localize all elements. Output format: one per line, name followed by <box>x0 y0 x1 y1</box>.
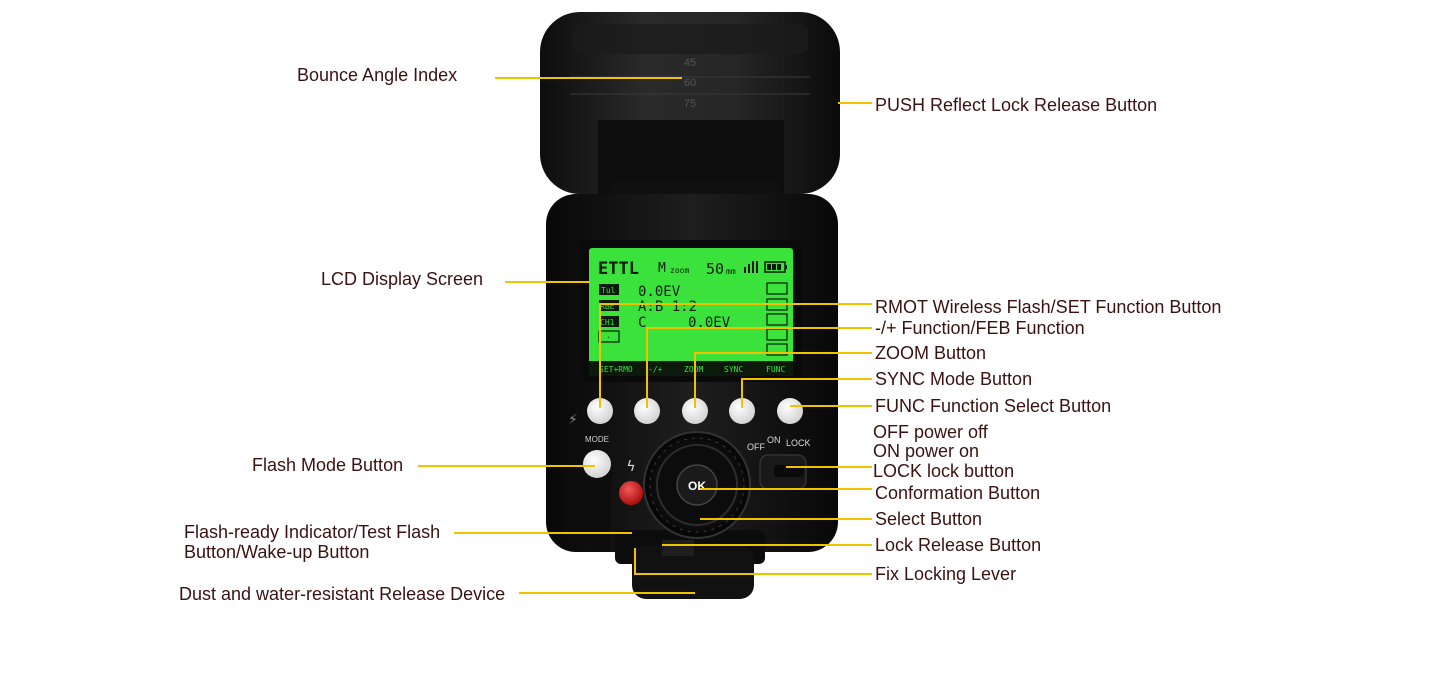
sync-key[interactable] <box>729 398 755 424</box>
lcd-softkey-1: SET+RMO <box>599 365 633 374</box>
leader-fix-lever-h <box>635 573 872 575</box>
lcd-left-icon-1: Tul <box>601 286 616 295</box>
func-key[interactable] <box>777 398 803 424</box>
angle-tick-45: 45 <box>684 57 696 69</box>
lcd-softkey-5: FUNC <box>766 365 785 374</box>
switch-lock-label: LOCK <box>786 438 811 448</box>
lcd-softkey-4: SYNC <box>724 365 743 374</box>
plus-minus-key[interactable] <box>634 398 660 424</box>
leader-zoom-h <box>695 352 872 354</box>
lcd-focal: 50 <box>706 260 724 278</box>
label-flash-ready-line-1: Flash-ready Indicator/Test Flash <box>184 522 441 542</box>
label-fix-locking-lever: Fix Locking Lever <box>875 564 1017 584</box>
lcd-line-2: A:B 1:2 <box>638 299 697 315</box>
lightning-icon: ⚡ <box>568 412 578 428</box>
leader-zoom-v <box>694 352 696 408</box>
leader-select <box>700 518 872 520</box>
label-power-on: ON power on <box>873 441 980 461</box>
label-power-off: OFF power off <box>873 422 988 442</box>
rmot-key[interactable] <box>587 398 613 424</box>
leader-power <box>786 466 872 468</box>
label-lcd-display-screen: LCD Display Screen <box>321 269 484 289</box>
leader-plus-minus-v <box>646 327 648 408</box>
zoom-key[interactable] <box>682 398 708 424</box>
lcd-battery-icon <box>764 261 787 273</box>
mode-key-caption: MODE <box>585 435 609 444</box>
label-flash-mode-button: Flash Mode Button <box>252 455 404 475</box>
leader-rmot-h <box>600 303 872 305</box>
test-flash-icon: ϟ <box>626 459 635 475</box>
leader-flash-mode <box>418 465 595 467</box>
leader-sync-h <box>742 378 872 380</box>
angle-tick-75: 75 <box>684 98 696 110</box>
leader-rmot-v <box>599 303 601 408</box>
lcd-zoom-mode: M <box>658 261 666 276</box>
leader-push-reflect <box>838 102 872 104</box>
test-flash-key[interactable] <box>619 481 643 505</box>
label-rmot-button: RMOT Wireless Flash/SET Function Button <box>875 297 1222 317</box>
label-confirmation-button: Conformation Button <box>875 483 1041 503</box>
label-power-lock: LOCK lock button <box>873 461 1015 481</box>
lcd-display: ETTL M zoom 50 mm Tul RBE CH1 · 0.0EV A:… <box>589 248 793 376</box>
label-func-select-button: FUNC Function Select Button <box>875 396 1112 416</box>
ok-key-label: OK <box>688 479 706 493</box>
label-push-reflect-lock: PUSH Reflect Lock Release Button <box>875 95 1158 115</box>
ok-key[interactable] <box>676 464 718 506</box>
leader-plus-minus-h <box>647 327 872 329</box>
lcd-focal-unit: mm <box>726 267 736 276</box>
leader-flash-ready <box>454 532 632 534</box>
label-select-button: Select Button <box>875 509 983 529</box>
lcd-signal-icon <box>744 261 758 273</box>
leader-lcd-screen <box>505 281 590 283</box>
lcd-line-1: 0.0EV <box>638 284 681 300</box>
hot-shoe-foot <box>615 530 765 599</box>
leader-bounce-angle <box>495 77 682 79</box>
label-zoom-button: ZOOM Button <box>875 343 987 363</box>
lcd-mode: ETTL <box>598 259 639 279</box>
lcd-softkey-2: -/+ <box>648 365 663 374</box>
lcd-softkey-3: ZOOM <box>684 365 703 374</box>
flash-head: 45 60 75 <box>540 12 840 194</box>
label-sync-mode-button: SYNC Mode Button <box>875 369 1033 389</box>
mode-key[interactable] <box>583 450 611 478</box>
lcd-left-icon-2: RBE <box>600 302 615 311</box>
leader-sync-v <box>741 378 743 408</box>
label-lock-release-button: Lock Release Button <box>875 535 1042 555</box>
lcd-left-icon-4: · <box>606 333 611 342</box>
leader-confirmation <box>700 488 872 490</box>
leader-func <box>790 405 872 407</box>
leader-dust-release <box>519 592 695 594</box>
lcd-line-3-group: C <box>638 315 646 331</box>
label-plus-minus-function: -/+ Function/FEB Function <box>875 318 1085 338</box>
label-flash-ready-line-2: Button/Wake-up Button <box>184 542 370 562</box>
label-bounce-angle-index: Bounce Angle Index <box>297 65 458 85</box>
switch-on-label: ON <box>767 435 781 445</box>
label-dust-release-device: Dust and water-resistant Release Device <box>179 584 506 604</box>
switch-off-label: OFF <box>747 442 765 452</box>
leader-fix-lever-v <box>634 548 636 575</box>
lcd-zoom-word: zoom <box>670 266 689 275</box>
power-switch[interactable] <box>759 454 807 490</box>
angle-tick-60: 60 <box>684 77 696 89</box>
lcd-left-icon-3: CH1 <box>600 318 615 327</box>
leader-lock-release <box>662 544 872 546</box>
